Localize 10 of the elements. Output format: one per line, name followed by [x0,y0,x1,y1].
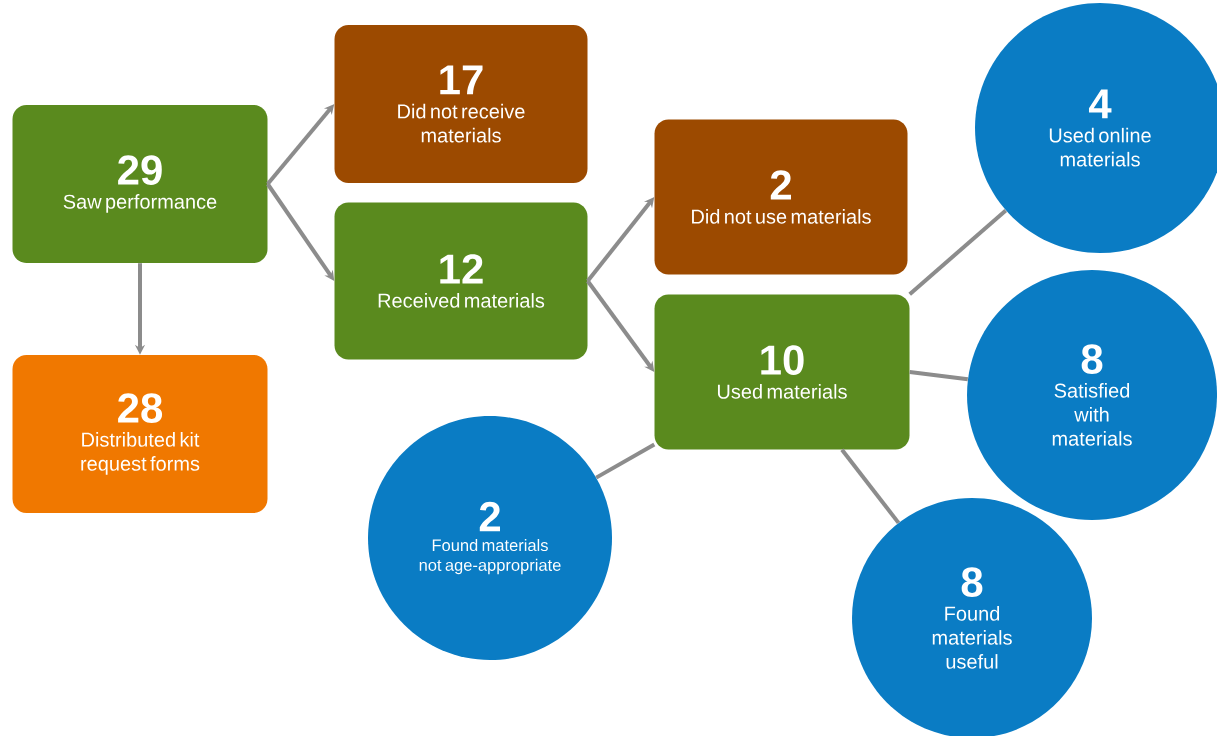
process-box: 12 Received materials [334,202,588,360]
process-box: 10 Used materials [654,294,910,450]
arrow [586,279,655,372]
process-box: 29 Saw performance [12,105,268,263]
circle-node: 2 Found materials not age-appropriate [368,416,612,660]
arrow [266,182,335,281]
process-box: 28 Distributed kit request forms [12,355,268,513]
circle-node: 8 Satisfied with materials [967,270,1217,520]
process-box: 17 Did not receive materials [334,25,588,183]
process-box: 2 Did not use materials [654,119,908,275]
